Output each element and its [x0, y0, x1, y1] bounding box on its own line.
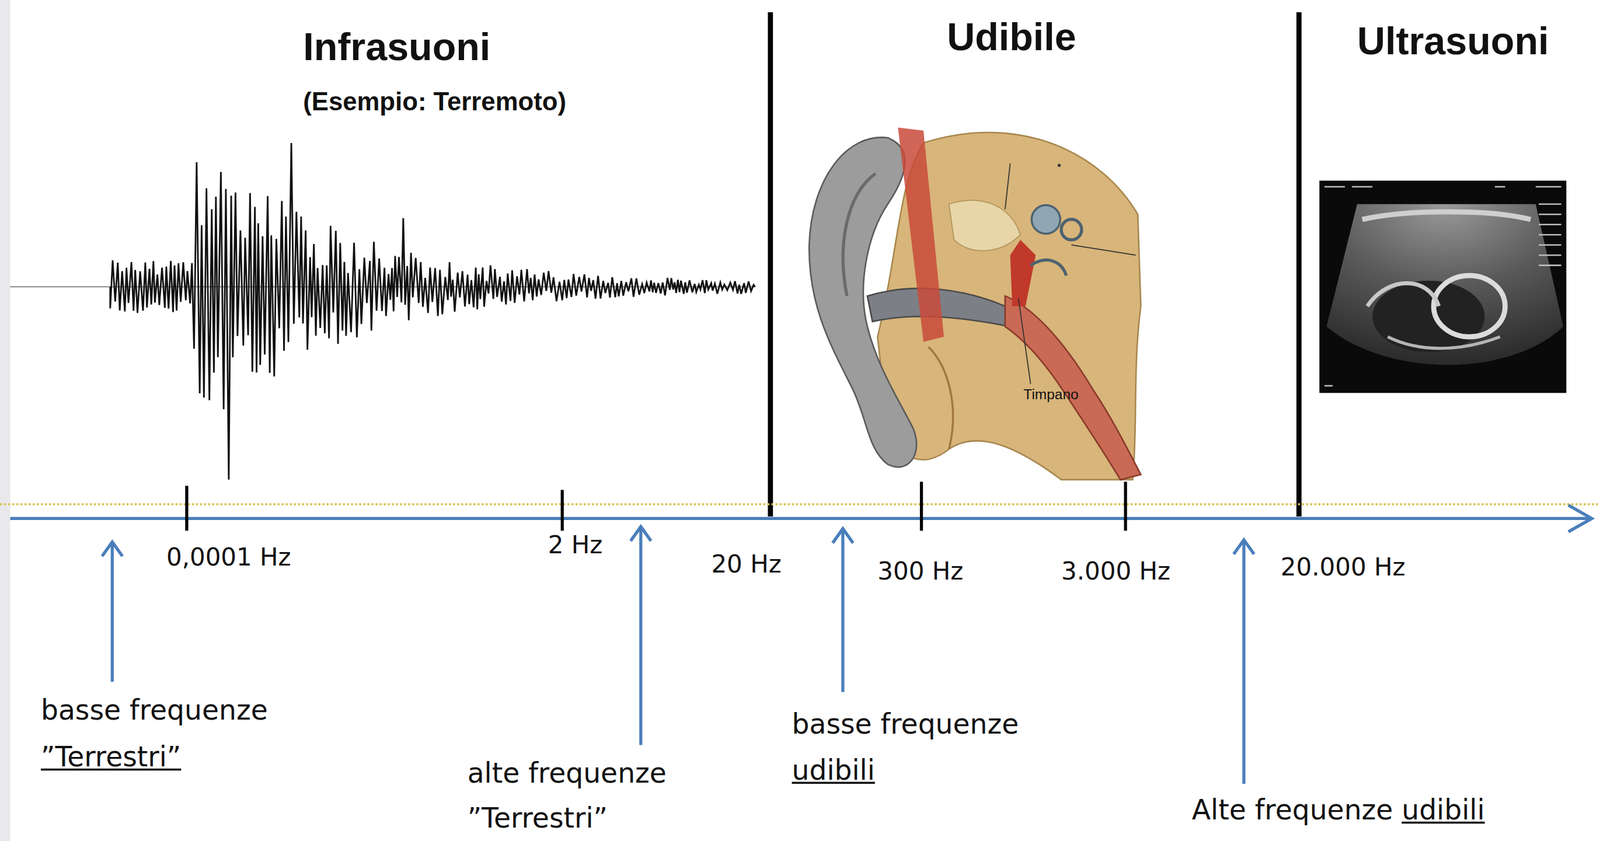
- section-heading: Udibile: [946, 14, 1076, 61]
- ear-illustration: [809, 127, 1141, 480]
- tick-label: 300 Hz: [877, 557, 964, 587]
- axis-ticks: [186, 481, 1126, 531]
- ultrasound-image: [1319, 180, 1567, 394]
- section-heading: Infrasuoni: [302, 24, 491, 72]
- section-heading: Ultrasuoni: [1357, 18, 1549, 65]
- axis-arrowhead: [1568, 505, 1592, 532]
- divider: [767, 12, 773, 517]
- tick-label: 2 Hz: [548, 530, 603, 560]
- range-label: basse frequenze: [40, 694, 268, 728]
- part-name: Timpano: [1023, 385, 1079, 403]
- range-label: ”Terrestri”: [467, 802, 608, 836]
- range-label: udibili: [1401, 794, 1485, 828]
- range-label: alte frequenze: [467, 757, 667, 791]
- tick-label: 20.000 Hz: [1280, 553, 1406, 583]
- tick-label: 0,0001 Hz: [166, 542, 292, 573]
- range-label: udibili: [792, 754, 876, 788]
- seismogram: [110, 143, 756, 480]
- tick-label: 20 Hz: [710, 550, 782, 580]
- range-label: Alte frequenze: [1191, 794, 1394, 828]
- range-label: basse frequenze: [792, 708, 1020, 742]
- edge-strip: [0, 0, 10, 841]
- tick-label: 3.000 Hz: [1061, 557, 1171, 587]
- divider: [1296, 12, 1302, 517]
- pointer-arrows: [102, 526, 1255, 784]
- range-label: ”Terrestri”: [40, 741, 181, 775]
- section-example: (Esempio: Terremoto): [302, 85, 567, 117]
- frequency-axis: [9, 517, 1592, 521]
- dotted-line: [0, 503, 1600, 505]
